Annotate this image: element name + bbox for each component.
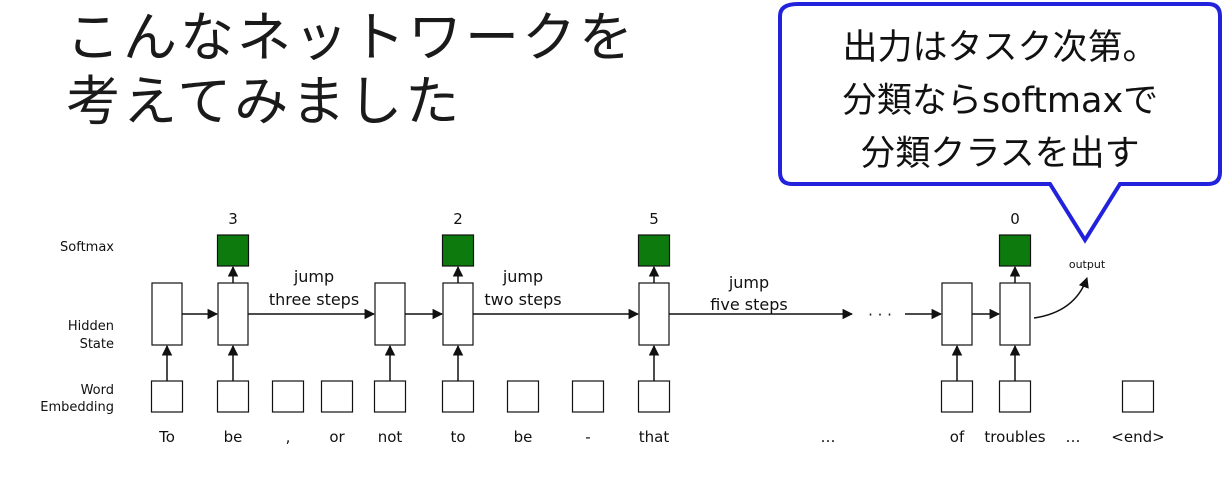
row-label-hidden-1: Hidden bbox=[68, 319, 114, 334]
hidden-state-box bbox=[941, 282, 973, 346]
word-label: of bbox=[950, 428, 965, 446]
embedding-box bbox=[373, 380, 407, 413]
hidden-ellipsis: · · · bbox=[868, 306, 892, 324]
word-label: to bbox=[450, 428, 465, 446]
softmax-box bbox=[998, 234, 1032, 267]
word-label: be bbox=[224, 428, 243, 446]
embedding-box bbox=[940, 380, 974, 413]
word-label: To bbox=[158, 428, 175, 446]
row-label-embedding-2: Embedding bbox=[40, 400, 114, 415]
word-label: that bbox=[639, 428, 670, 446]
word-label: - bbox=[585, 428, 590, 446]
softmax-output-value: 5 bbox=[649, 210, 659, 228]
embedding-box bbox=[216, 380, 250, 413]
embedding-box bbox=[998, 380, 1032, 413]
output-label: output bbox=[1069, 258, 1106, 271]
hidden-state-box bbox=[217, 282, 249, 346]
word-label: not bbox=[378, 428, 403, 446]
word-label: , bbox=[286, 428, 291, 446]
embedding-box bbox=[1121, 380, 1155, 413]
embedding-box bbox=[150, 380, 184, 413]
hidden-state-box bbox=[151, 282, 183, 346]
slide-title: こんなネットワークを 考えてみました bbox=[66, 6, 636, 134]
nodes-layer: To be, or not to be - that … of troubles … <end> 3 2 5 0 bbox=[150, 210, 1165, 446]
slide-title-line-1: こんなネットワークを bbox=[66, 6, 636, 69]
word-label: <end> bbox=[1111, 428, 1164, 446]
output-arrow bbox=[1033, 277, 1089, 319]
embedding-box bbox=[637, 380, 671, 413]
softmax-box bbox=[216, 234, 250, 267]
row-label-embedding-1: Word bbox=[81, 383, 114, 398]
hidden-state-box bbox=[638, 282, 670, 346]
embedding-box bbox=[271, 380, 305, 413]
word-label: be bbox=[514, 428, 533, 446]
hidden-state-box bbox=[442, 282, 474, 346]
jump-label-1-line-2: three steps bbox=[269, 290, 359, 309]
softmax-output-value: 3 bbox=[228, 210, 238, 228]
embedding-box bbox=[320, 380, 354, 413]
softmax-box bbox=[441, 234, 475, 267]
word-label: or bbox=[329, 428, 345, 446]
softmax-box bbox=[637, 234, 671, 267]
jump-label-3-line-2: five steps bbox=[710, 295, 787, 314]
slide-title-line-2: 考えてみました bbox=[66, 70, 463, 133]
callout-bubble bbox=[778, 2, 1222, 244]
jump-label-2-line-1: jump bbox=[502, 267, 543, 286]
edges-layer bbox=[161, 265, 1021, 381]
row-label-softmax: Softmax bbox=[60, 240, 114, 255]
word-label: troubles bbox=[984, 428, 1045, 446]
callout-line-2: 分類ならsoftmaxで bbox=[842, 81, 1158, 121]
jump-label-3-line-1: jump bbox=[728, 273, 769, 292]
hidden-state-box bbox=[999, 282, 1031, 346]
softmax-output-value: 2 bbox=[453, 210, 463, 228]
word-label: … bbox=[1066, 428, 1081, 446]
jump-label-2-line-2: two steps bbox=[484, 290, 561, 309]
embedding-box bbox=[506, 380, 540, 413]
hidden-state-box bbox=[374, 282, 406, 346]
embedding-box bbox=[441, 380, 475, 413]
callout-line-3: 分類クラスを出す bbox=[860, 134, 1139, 174]
embedding-box bbox=[571, 380, 605, 413]
softmax-output-value: 0 bbox=[1010, 210, 1020, 228]
word-label: … bbox=[821, 428, 836, 446]
callout-line-1: 出力はタスク次第。 bbox=[842, 28, 1157, 68]
row-label-hidden-2: State bbox=[80, 337, 114, 352]
jump-label-1-line-1: jump bbox=[293, 267, 334, 286]
